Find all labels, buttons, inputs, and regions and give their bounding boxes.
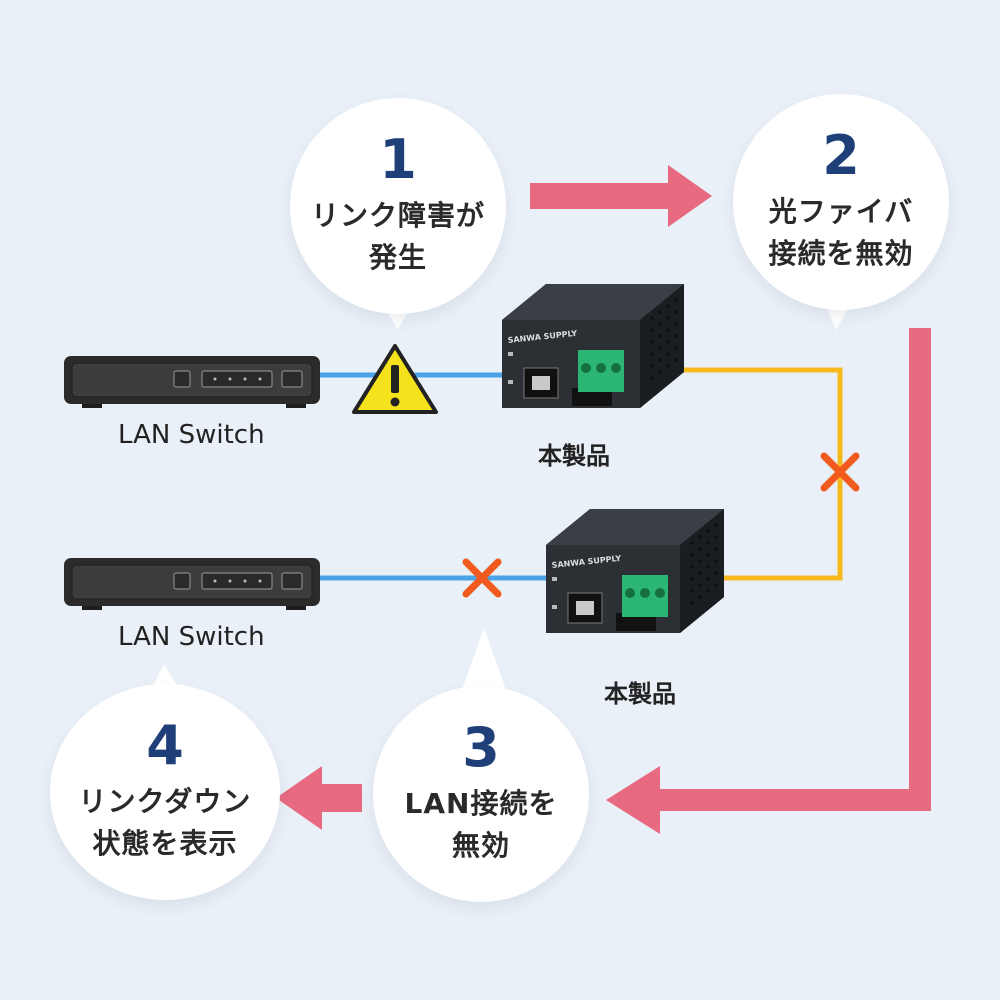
media-converter-top bbox=[502, 284, 684, 408]
flow-arrow-long bbox=[606, 328, 931, 834]
step-3-text: LAN接続を 無効 bbox=[404, 787, 558, 862]
step-3-number: 3 bbox=[462, 716, 500, 779]
step-4-bubble: 4 リンクダウン 状態を表示 bbox=[50, 684, 280, 900]
product-top-label: 本製品 bbox=[538, 442, 610, 470]
step-2-bubble: 2 光ファイバ 接続を無効 bbox=[733, 94, 949, 310]
product-bottom-label: 本製品 bbox=[604, 680, 676, 708]
step-1-number: 1 bbox=[379, 128, 417, 191]
bubble-tail-3 bbox=[462, 628, 506, 690]
lan-switch-top bbox=[64, 356, 320, 408]
cross-mark-icon bbox=[820, 452, 860, 492]
step-3-bubble: 3 LAN接続を 無効 bbox=[373, 686, 589, 902]
step-4-number: 4 bbox=[146, 714, 184, 777]
lan-switch-top-label: LAN Switch bbox=[118, 420, 265, 450]
step-2-text: 光ファイバ 接続を無効 bbox=[768, 195, 914, 270]
lan-switch-bottom bbox=[64, 558, 320, 610]
arrow-right-icon bbox=[530, 165, 712, 227]
warning-icon bbox=[352, 344, 438, 414]
lan-switch-bottom-label: LAN Switch bbox=[118, 622, 265, 652]
media-converter-bottom bbox=[546, 509, 724, 633]
arrow-left-icon bbox=[276, 766, 362, 830]
step-1-text: リンク障害が 発生 bbox=[310, 199, 485, 274]
step-1-bubble: 1 リンク障害が 発生 bbox=[290, 98, 506, 314]
step-4-text: リンクダウン 状態を表示 bbox=[78, 785, 252, 860]
step-2-number: 2 bbox=[822, 124, 860, 187]
cross-mark-icon bbox=[462, 558, 502, 598]
